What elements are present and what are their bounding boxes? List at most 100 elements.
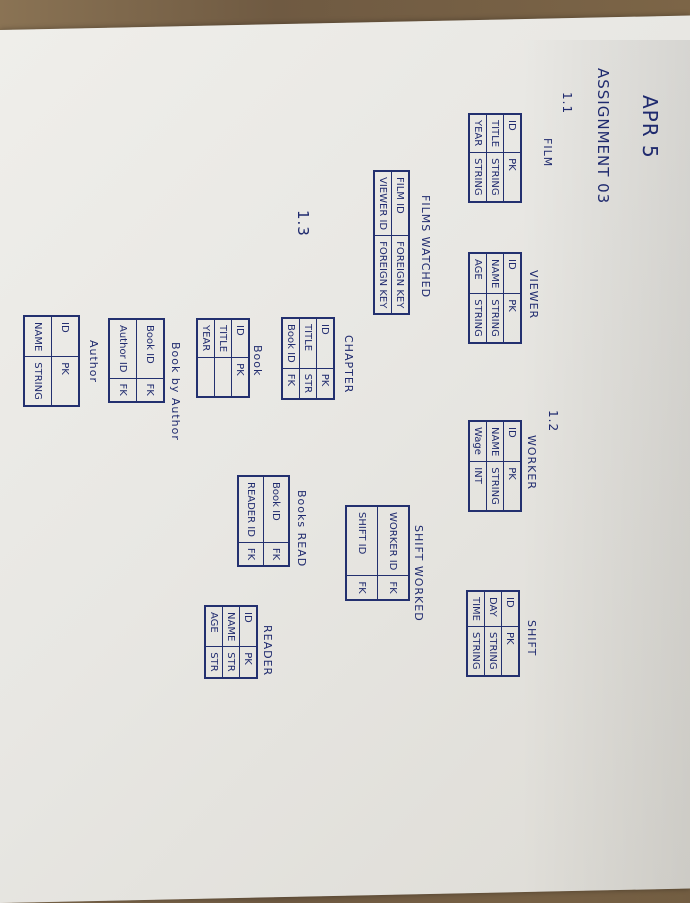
table-cell: PK: [503, 293, 521, 343]
table-cell: FK: [282, 368, 300, 400]
table-cell: NAME: [24, 316, 52, 357]
table-cell: [197, 357, 215, 398]
table-cell: ID: [231, 319, 249, 358]
author-table-title: Author: [87, 340, 100, 384]
table-cell: ID: [316, 318, 334, 369]
table-cell: STRING: [486, 461, 504, 511]
table-cell: ID: [503, 253, 521, 294]
table-cell: FK: [377, 575, 409, 600]
table-cell: NAME: [222, 606, 240, 647]
field-name: YEAR: [469, 114, 487, 153]
table-cell: TIME: [467, 591, 485, 627]
table-cell: Book ID: [263, 476, 289, 543]
table-cell: YEAR: [197, 319, 215, 358]
film-table-title: FILM: [541, 138, 554, 168]
table-cell: [214, 357, 232, 398]
table-cell: PK: [231, 357, 249, 398]
table-cell: NAME: [486, 253, 504, 294]
reader-table-title: READER: [261, 625, 274, 677]
books-read-table-title: Books READ: [295, 490, 308, 568]
table-cell: FOREIGN KEY: [374, 235, 392, 315]
table-cell: STRING: [486, 293, 504, 343]
table-cell: ID: [503, 421, 521, 462]
viewer-table-title: VIEWER: [527, 270, 540, 320]
table-cell: AGE: [469, 253, 487, 294]
section-label-1-3: 1.3: [294, 210, 312, 237]
table-cell: INT: [469, 461, 487, 511]
table-cell: STRING: [469, 293, 487, 343]
field-name: ID: [503, 114, 521, 153]
table-cell: PK: [501, 626, 519, 676]
chapter-table-title: CHAPTER: [342, 335, 355, 394]
table-cell: NAME: [486, 421, 504, 462]
table-cell: WORKER ID: [377, 506, 409, 576]
table-cell: FK: [346, 575, 378, 600]
table-cell: STR: [299, 368, 317, 400]
table-cell: PK: [316, 368, 334, 400]
table-cell: FK: [263, 542, 289, 567]
field-type: STRING: [486, 152, 504, 202]
table-cell: DAY: [484, 591, 502, 627]
field-type: PK: [503, 152, 521, 202]
section-label-1-2: 1.2: [546, 410, 560, 433]
shift-worked-table-title: SHIFT WORKED: [412, 525, 425, 622]
table-cell: READER ID: [238, 476, 264, 543]
field-type: STRING: [469, 152, 487, 202]
table-cell: FK: [109, 378, 137, 402]
table-cell: AGE: [205, 606, 223, 647]
table-cell: FK: [136, 378, 164, 402]
table-cell: PK: [51, 356, 79, 406]
table-cell: ID: [239, 606, 257, 647]
table-cell: STRING: [467, 626, 485, 676]
table-row: YEAR: [197, 319, 215, 398]
table-cell: STR: [222, 646, 240, 678]
table-cell: STRING: [24, 356, 52, 406]
table-cell: Wage: [469, 421, 487, 462]
table-cell: SHIFT ID: [346, 506, 378, 576]
table-cell: PK: [239, 646, 257, 678]
table-cell: Author ID: [109, 319, 137, 378]
table-cell: TITLE: [214, 319, 232, 358]
table-cell: PK: [503, 461, 521, 511]
table-cell: FILM ID: [391, 171, 409, 236]
section-label-1-1: 1.1: [560, 92, 574, 115]
table-cell: FK: [238, 542, 264, 567]
book-by-author-table-title: Book by Author: [169, 342, 182, 441]
table-cell: ID: [501, 591, 519, 627]
table-cell: VIEWER ID: [374, 171, 392, 236]
table-cell: TITLE: [299, 318, 317, 369]
